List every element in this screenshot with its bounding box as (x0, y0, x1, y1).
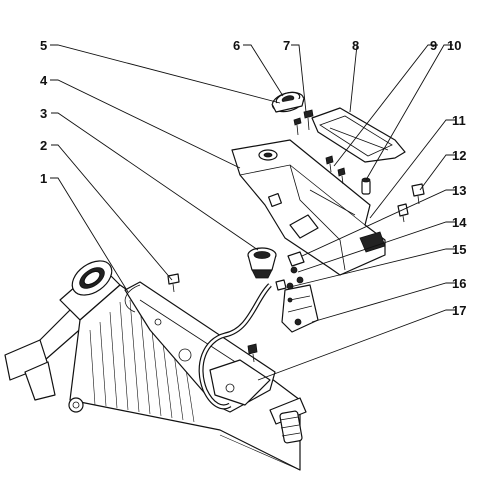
cable-loop-inner (199, 284, 271, 409)
callout-8: 8 (352, 38, 359, 53)
callout-15: 15 (452, 242, 466, 257)
callout-9: 9 (430, 38, 437, 53)
callout-6: 6 (233, 38, 240, 53)
callout-10: 10 (447, 38, 461, 53)
screws-part-7 (293, 109, 314, 136)
tension-knob-part-3 (247, 247, 277, 279)
callout-4: 4 (40, 73, 48, 88)
callout-numbers: 1 2 3 4 5 6 7 8 9 10 11 12 13 14 15 16 1… (40, 38, 467, 318)
sensor-bracket-part-16 (281, 284, 319, 333)
callout-16: 16 (452, 276, 466, 291)
leader-lines (50, 44, 456, 381)
callout-12: 12 (452, 148, 466, 163)
callout-17: 17 (452, 303, 466, 318)
console-housing-part-4 (231, 139, 386, 276)
callout-2: 2 (40, 138, 47, 153)
cable-left (124, 284, 141, 313)
fasteners-parts-13-15 (275, 251, 305, 291)
main-frame (4, 260, 307, 471)
callout-14: 14 (452, 215, 467, 230)
meter-cap-part-6 (271, 91, 305, 113)
bolt-part-2 (167, 273, 180, 293)
screw-part-17 (247, 343, 258, 363)
stem-bracket (124, 281, 276, 413)
callout-7: 7 (283, 38, 290, 53)
callout-1: 1 (40, 171, 47, 186)
pin-part-10 (361, 177, 371, 195)
callout-11: 11 (452, 113, 466, 128)
callout-3: 3 (40, 106, 47, 121)
callout-13: 13 (452, 183, 466, 198)
callout-5: 5 (40, 38, 47, 53)
screws-part-9 (325, 155, 346, 185)
